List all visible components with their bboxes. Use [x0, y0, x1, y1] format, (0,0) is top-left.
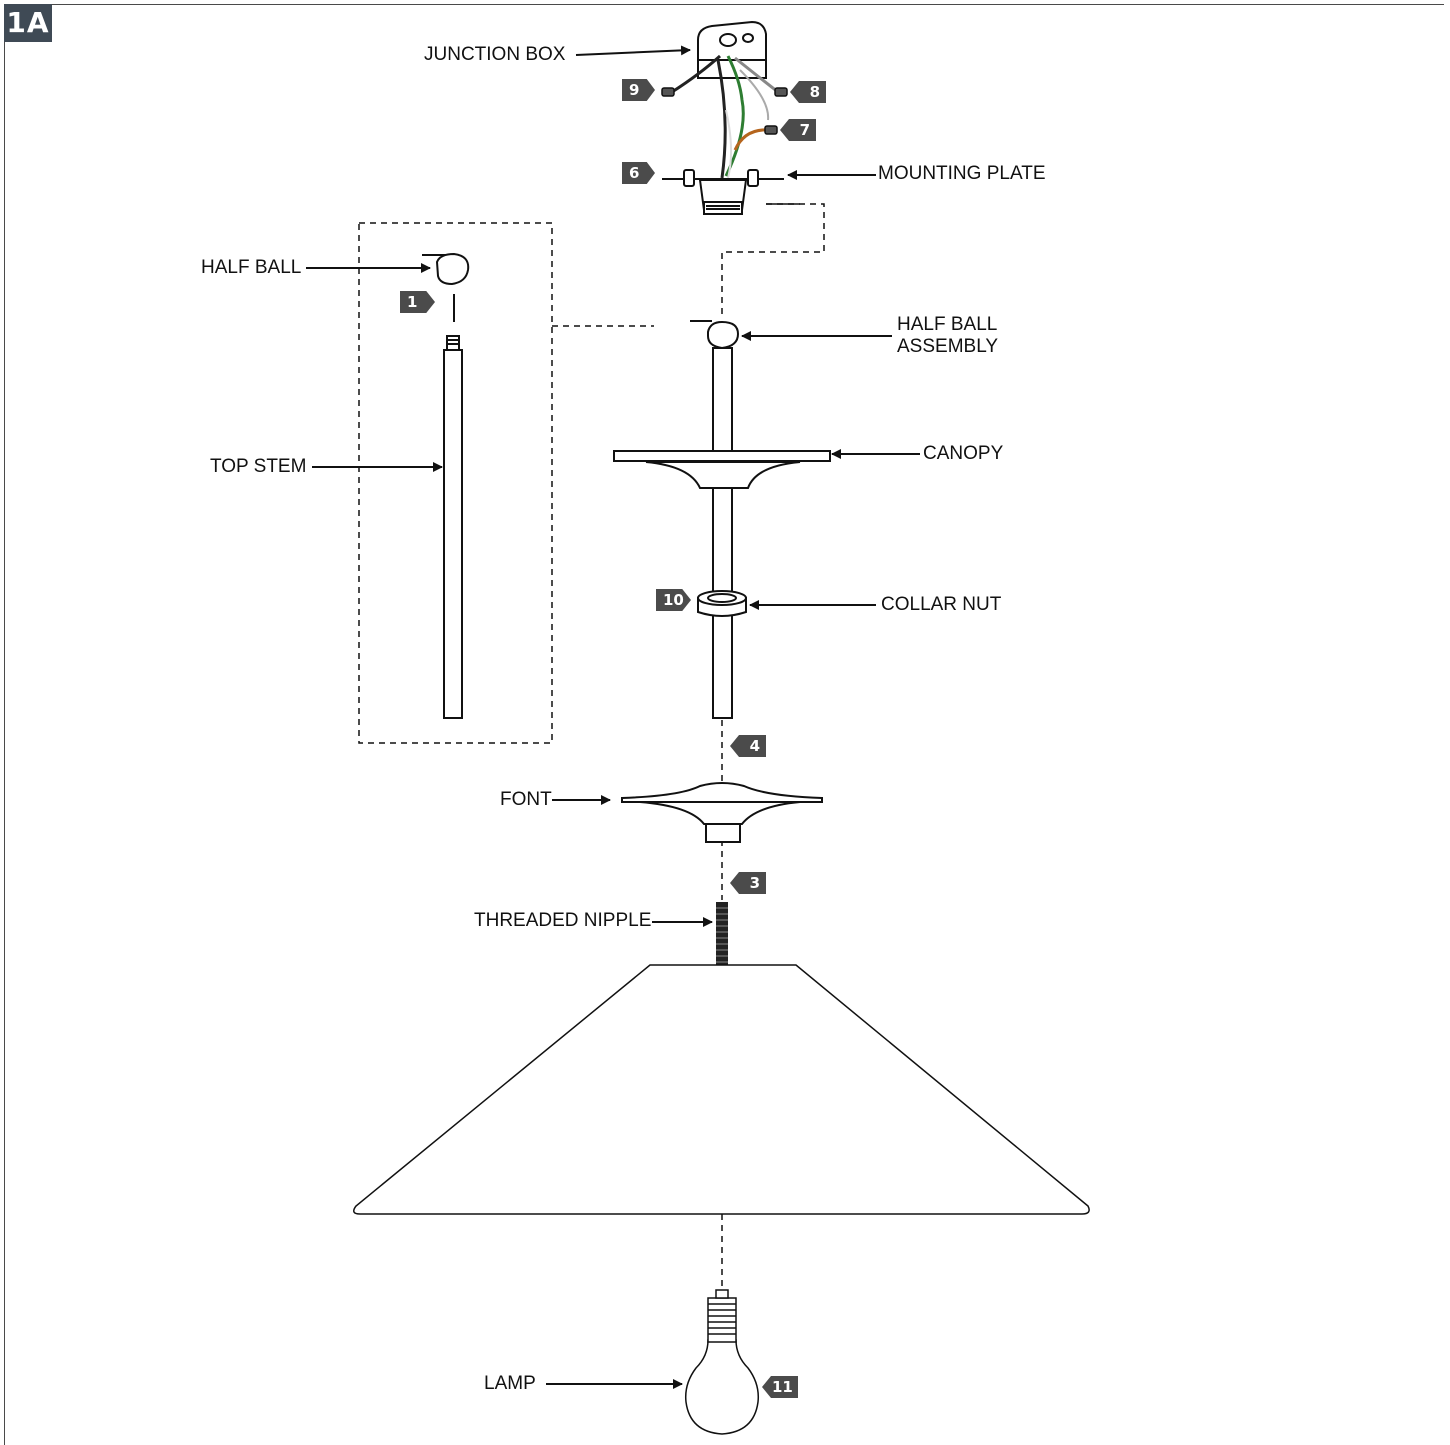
top-stem	[443, 335, 463, 719]
label-lamp: LAMP	[484, 1373, 536, 1394]
step-badge-9: 9	[622, 79, 655, 101]
center-guides	[552, 203, 825, 1290]
step-badge-8: 8	[790, 81, 826, 103]
figure-frame	[4, 4, 1444, 1445]
junction-box	[697, 20, 767, 79]
step-badge-11: 11	[762, 1376, 798, 1398]
half-ball-assembly	[690, 320, 740, 350]
threaded-nipple	[716, 902, 728, 966]
label-threaded-nipple: THREADED NIPPLE	[474, 910, 652, 931]
label-top-stem: TOP STEM	[210, 456, 307, 477]
step-badge-3: 3	[730, 872, 766, 894]
label-collar-nut: COLLAR NUT	[881, 594, 1002, 615]
half-ball	[422, 252, 470, 322]
main-stem	[712, 347, 733, 719]
detail-box	[358, 222, 553, 744]
label-mounting-plate: MOUNTING PLATE	[878, 163, 1046, 184]
wire-nuts	[661, 87, 788, 135]
step-badge-6: 6	[622, 162, 655, 184]
label-half-ball: HALF BALL	[201, 257, 302, 278]
step-badge-10: 10	[656, 589, 691, 611]
label-junction-box: JUNCTION BOX	[424, 44, 566, 65]
canopy	[613, 450, 831, 489]
leader-arrows	[306, 45, 920, 1389]
light-bulb	[684, 1289, 760, 1435]
step-badge-1: 1	[400, 291, 435, 313]
collar-nut	[697, 590, 747, 617]
label-font: FONT	[500, 789, 552, 810]
figure-tag: 1A	[4, 4, 52, 42]
step-badge-4: 4	[730, 735, 766, 757]
label-half-ball-assembly: HALF BALL ASSEMBLY	[897, 314, 999, 357]
label-canopy: CANOPY	[923, 443, 1004, 464]
lamp-shade	[353, 964, 1090, 1215]
step-badge-7: 7	[780, 119, 816, 141]
font	[621, 782, 823, 843]
mounting-plate	[662, 169, 784, 215]
